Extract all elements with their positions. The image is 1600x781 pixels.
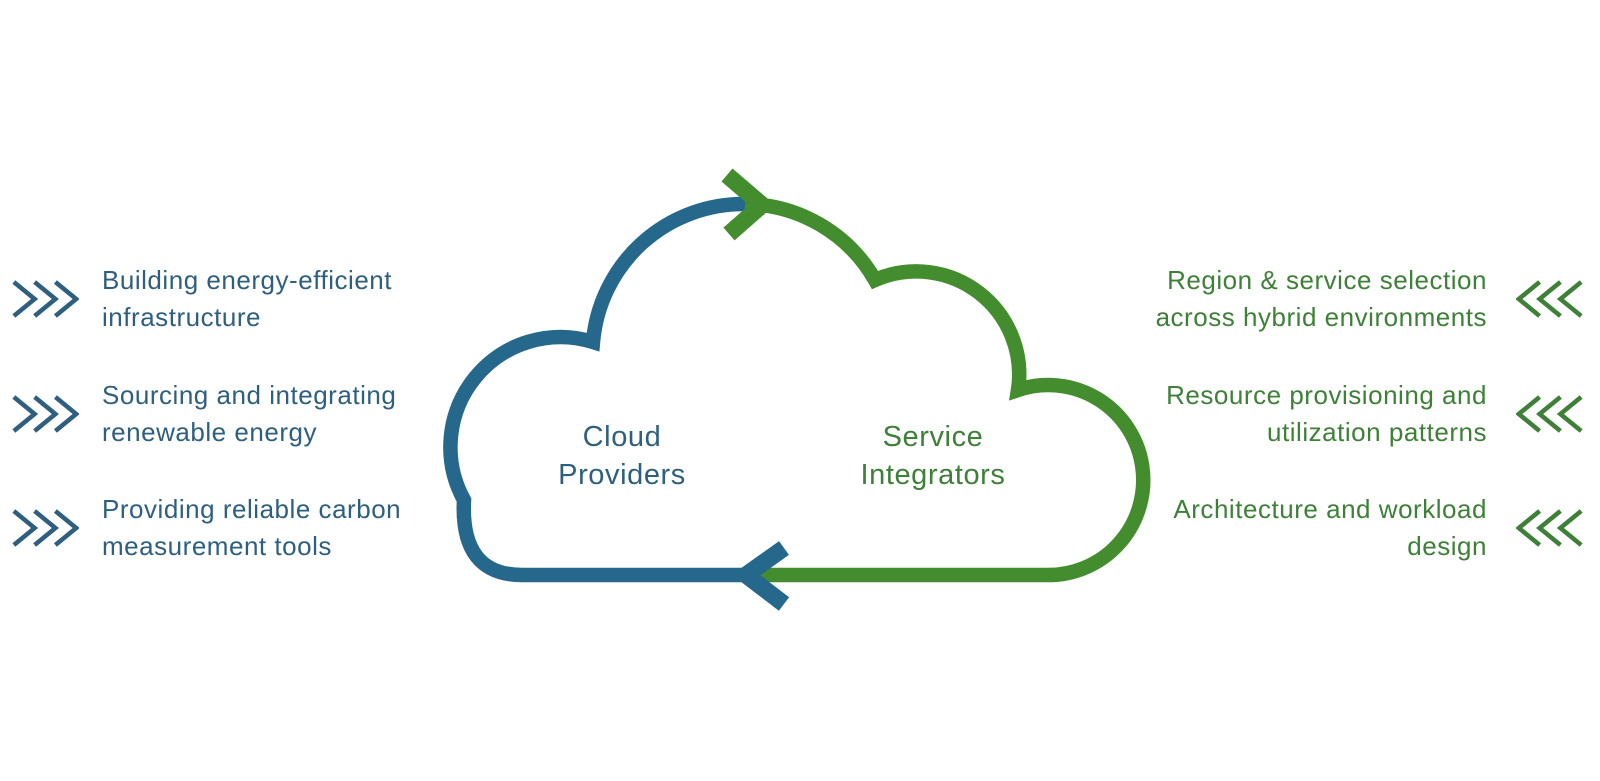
left-item-carbon-measurement: Providing reliable carbon measurement to… — [102, 491, 401, 565]
right-item-line: Resource provisioning and — [1166, 380, 1487, 410]
left-item-energy-infrastructure: Building energy-efficient infrastructure — [102, 262, 392, 336]
cloud-providers-label: Cloud Providers — [472, 418, 772, 494]
bottom-flow-arrow-icon — [731, 541, 790, 611]
service-integrators-label-line1: Service — [882, 421, 984, 453]
cloud-providers-label-line1: Cloud — [582, 421, 662, 453]
right-item-line: across hybrid environments — [1155, 302, 1487, 332]
cloud-outline-left-blue — [443, 196, 766, 583]
cloud-outline-right-green — [744, 196, 1151, 583]
right-item-resource-provisioning: Resource provisioning and utilization pa… — [1166, 377, 1487, 451]
left-item-line: measurement tools — [102, 531, 332, 561]
triple-chevron-right-icon — [12, 509, 79, 547]
left-item-line: Sourcing and integrating — [102, 380, 397, 410]
left-item-line: Building energy-efficient — [102, 265, 393, 295]
service-integrators-label-line2: Integrators — [860, 459, 1006, 491]
cloud-providers-label-line2: Providers — [558, 459, 686, 491]
left-item-renewable-energy: Sourcing and integrating renewable energ… — [102, 377, 396, 451]
left-item-line: infrastructure — [102, 302, 262, 332]
right-item-line: design — [1407, 531, 1487, 561]
left-item-line: Providing reliable carbon — [102, 494, 402, 524]
top-flow-arrow-icon — [721, 168, 775, 241]
triple-chevron-left-icon — [1516, 395, 1583, 433]
right-item-region-selection: Region & service selection across hybrid… — [1156, 262, 1487, 336]
left-item-line: renewable energy — [102, 417, 318, 447]
right-item-architecture-design: Architecture and workload design — [1173, 491, 1487, 565]
right-item-line: utilization patterns — [1267, 417, 1487, 447]
service-integrators-label: Service Integrators — [783, 418, 1083, 494]
triple-chevron-left-icon — [1516, 509, 1583, 547]
right-item-line: Region & service selection — [1167, 265, 1487, 295]
triple-chevron-right-icon — [12, 280, 79, 318]
triple-chevron-right-icon — [12, 395, 79, 433]
right-item-line: Architecture and workload — [1173, 494, 1487, 524]
triple-chevron-left-icon — [1516, 280, 1583, 318]
